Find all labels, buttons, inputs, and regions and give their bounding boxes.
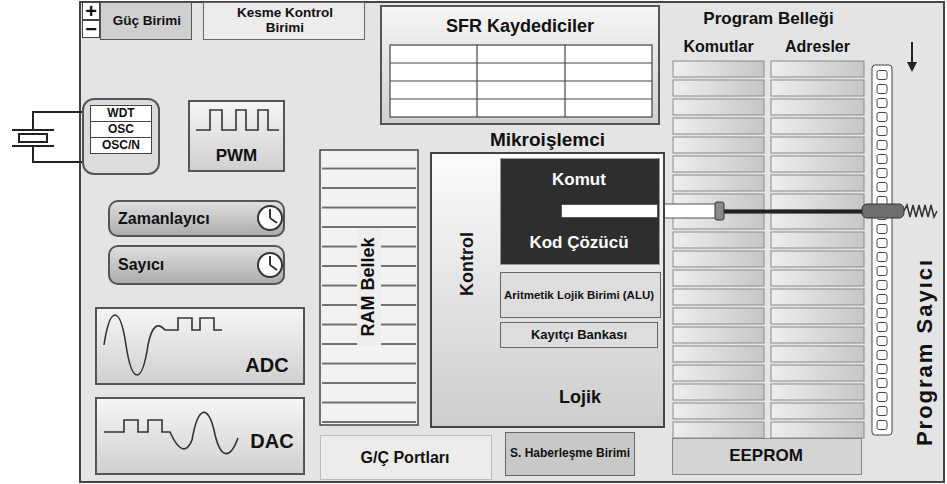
oscillator-box: WDTOSCOSC/N	[82, 98, 160, 175]
timer-fill	[108, 200, 285, 237]
dac-fill	[95, 397, 305, 475]
sfr-box: SFR Kaydediciler	[380, 5, 660, 125]
adc-fill	[95, 307, 305, 385]
adc-box: ADC	[95, 307, 305, 385]
alu-box: Aritmetik Lojik Birimi (ALU)	[500, 272, 661, 318]
io-ports-box: G/Ç Portları	[320, 435, 492, 480]
eeprom-box: EEPROM	[672, 438, 862, 475]
box-label: Kesme Kontrol Birimi	[217, 3, 353, 39]
interrupt-box: Kesme Kontrol Birimi	[203, 2, 365, 40]
box-label: PWM	[190, 142, 283, 170]
direction-arrow	[907, 42, 917, 72]
box-label: WDT	[90, 105, 152, 122]
plus-sign: +	[82, 2, 100, 20]
box-label: S. Haberleşme Birimi	[508, 433, 632, 475]
box-label: ADC	[235, 349, 299, 381]
ram-rows	[320, 150, 418, 425]
rod-cylinder	[862, 204, 904, 218]
serial-comm-box: S. Haberleşme Birimi	[505, 432, 635, 476]
minus-sign: −	[82, 20, 100, 38]
board-panel	[80, 2, 944, 482]
decoder-box: KomutKod Çözücü	[500, 158, 660, 265]
box-label: OSC/N	[90, 137, 152, 154]
timer-box: Zamanlayıcı	[108, 200, 285, 237]
counter-cells	[872, 68, 892, 432]
rod-ring	[715, 202, 724, 220]
power-unit-box: Güç Birimi	[100, 2, 192, 40]
section-heading: Program Belleği	[672, 6, 865, 30]
box-label: OSC	[90, 121, 152, 138]
counter-box: Sayıcı	[108, 245, 285, 285]
box-label: Komutlar	[672, 36, 765, 58]
adc-wave	[104, 315, 222, 375]
spring-symbol	[904, 205, 937, 217]
box-label: Mikroişlemci	[432, 128, 663, 152]
pwm-box: PWM	[188, 100, 285, 172]
memory-column: Komutlar	[672, 60, 765, 440]
box-label: G/Ç Portları	[321, 436, 489, 479]
counter-fill	[108, 245, 285, 285]
dac-wave	[104, 412, 238, 453]
dac-box: DAC	[95, 397, 305, 475]
rod-graphic	[561, 204, 658, 218]
box-label: Kod Çözücü	[501, 227, 657, 259]
memory-rows	[672, 60, 765, 440]
rod-graphic	[658, 204, 718, 218]
program-counter: Program Sayıcı	[870, 62, 945, 472]
box-label: Kayıtçı Bankası	[503, 323, 655, 347]
counter-strip	[872, 65, 892, 435]
pwm-fill	[188, 100, 285, 172]
memory-column: Adresler	[770, 60, 865, 440]
box-label: Aritmetik Lojik Birimi (ALU)	[501, 273, 658, 317]
register-box: Kayıtçı Bankası	[500, 322, 658, 348]
processor-box: KomutKod ÇözücüAritmetik Lojik Birimi (A…	[430, 152, 665, 428]
box-label: DAC	[243, 425, 301, 457]
box-label: Adresler	[770, 36, 865, 58]
box-label: Lojik	[500, 378, 660, 418]
sfr-fill	[380, 5, 660, 125]
box-label: Sayıcı	[118, 247, 256, 283]
pwm-wave	[196, 110, 279, 130]
box-label: Komut	[501, 165, 657, 195]
box-label: EEPROM	[673, 439, 859, 474]
box-label: Güç Birimi	[110, 3, 185, 39]
clock-icon	[258, 206, 282, 277]
crystal-symbol	[12, 112, 82, 162]
memory-rows	[770, 60, 865, 440]
vertical-label: RAM Bellek	[357, 228, 381, 346]
ram-box: RAM Bellek	[320, 150, 418, 425]
vertical-label: Kontrol	[456, 204, 480, 324]
box-label: SFR Kaydediciler	[382, 13, 658, 41]
box-label: Zamanlayıcı	[118, 202, 256, 235]
vertical-label: Program Sayıcı	[911, 242, 939, 462]
sfr-table	[390, 45, 652, 117]
